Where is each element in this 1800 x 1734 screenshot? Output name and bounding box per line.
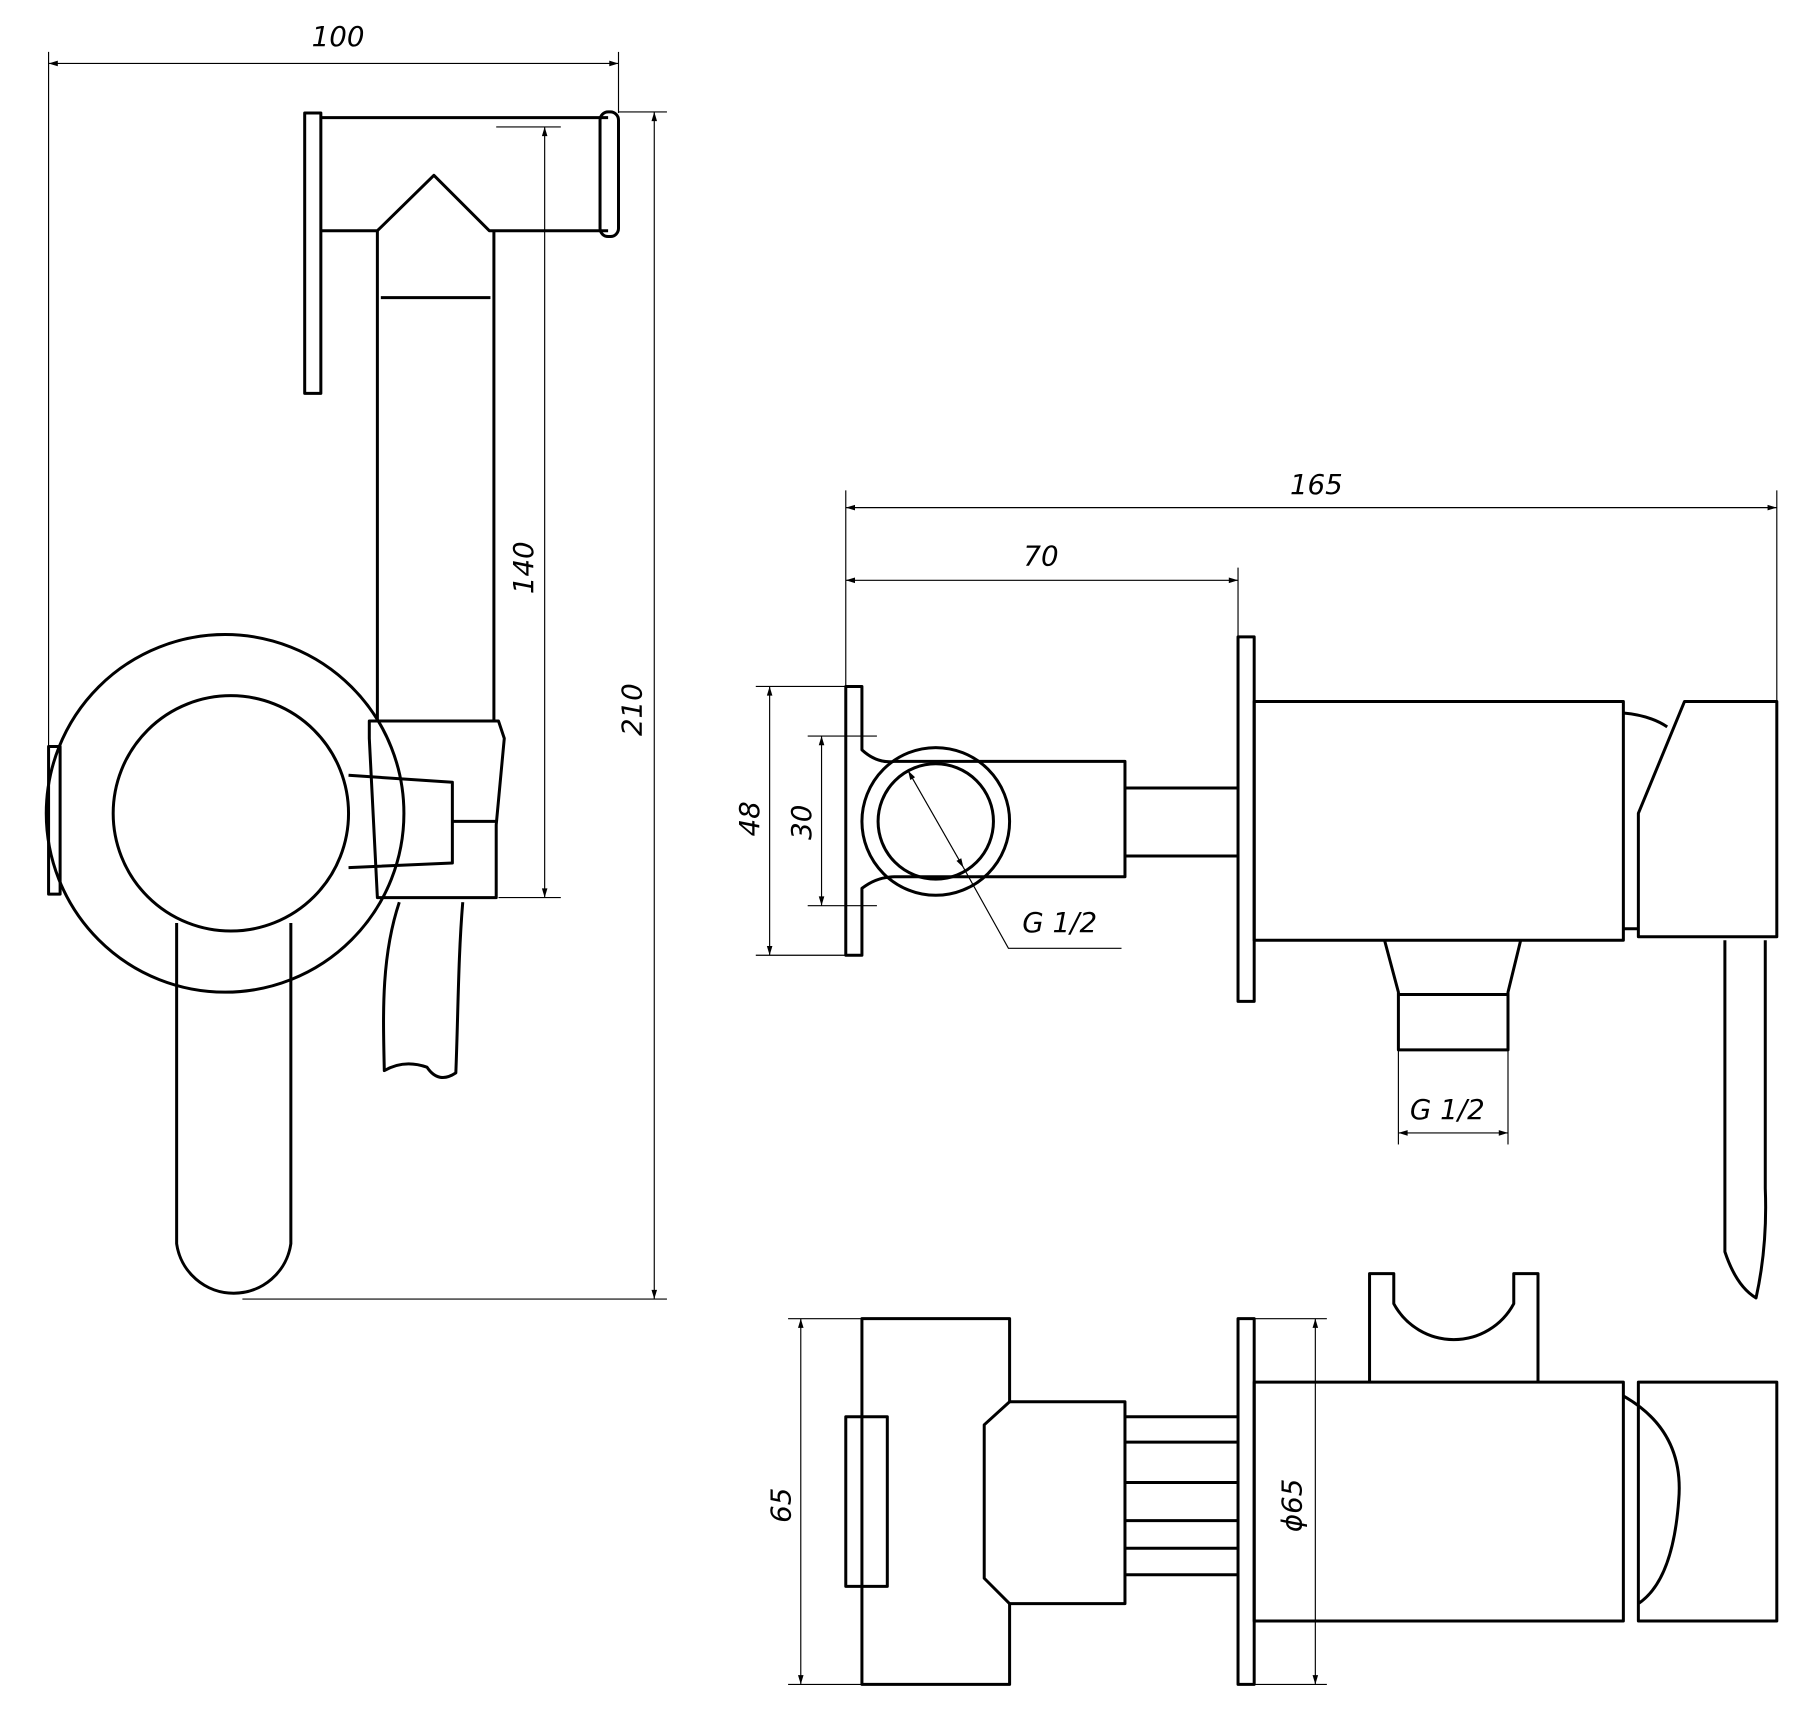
side-dimensions: 165 70 48 30 G 1/2 G 1/2: [733, 468, 1778, 1145]
front-view: [44, 110, 620, 1295]
shaft: [1124, 786, 1239, 858]
lever-handle: [175, 922, 293, 1295]
mixer-body: [1252, 699, 1625, 942]
dim-plate-diameter: ϕ65: [1275, 1479, 1308, 1532]
wall-plate-circle: [44, 633, 406, 994]
hose-holder-top: [1368, 1272, 1540, 1383]
mixer-body-top: [1252, 1380, 1625, 1623]
dim-flange-depth: 70: [1023, 539, 1058, 572]
hose: [382, 901, 465, 1080]
dim-thread-bottom: G 1/2: [1410, 1093, 1485, 1126]
handle-knob: [111, 694, 351, 933]
thread-circle: [876, 762, 995, 881]
lever-base: [1623, 711, 1669, 931]
top-dimensions: 65 ϕ65: [764, 1318, 1327, 1685]
hose-holder: [348, 719, 506, 900]
sprayer-head: [303, 110, 620, 722]
shaft-top: [1124, 1415, 1239, 1577]
top-view: [844, 1272, 1779, 1686]
dim-flange-outer: 48: [733, 801, 766, 836]
dim-thread-side: G 1/2: [1022, 906, 1097, 939]
lever-top: [1622, 1380, 1779, 1623]
connection-block: [860, 1317, 1127, 1686]
dim-hose-height: 140: [507, 541, 540, 594]
dim-overall-depth: 165: [1290, 468, 1343, 501]
lever: [1636, 699, 1779, 1300]
dim-body-height: 65: [764, 1488, 797, 1523]
connection-flange: [844, 684, 1127, 957]
dim-flange-inner: 30: [785, 805, 818, 840]
side-view: [844, 635, 1779, 1300]
wall-plate: [1236, 635, 1256, 1003]
dim-total-width: 100: [312, 20, 365, 53]
outlet: [1383, 939, 1523, 1052]
front-dimensions: 100 140 210: [47, 20, 667, 1300]
dim-total-height: 210: [616, 683, 649, 736]
